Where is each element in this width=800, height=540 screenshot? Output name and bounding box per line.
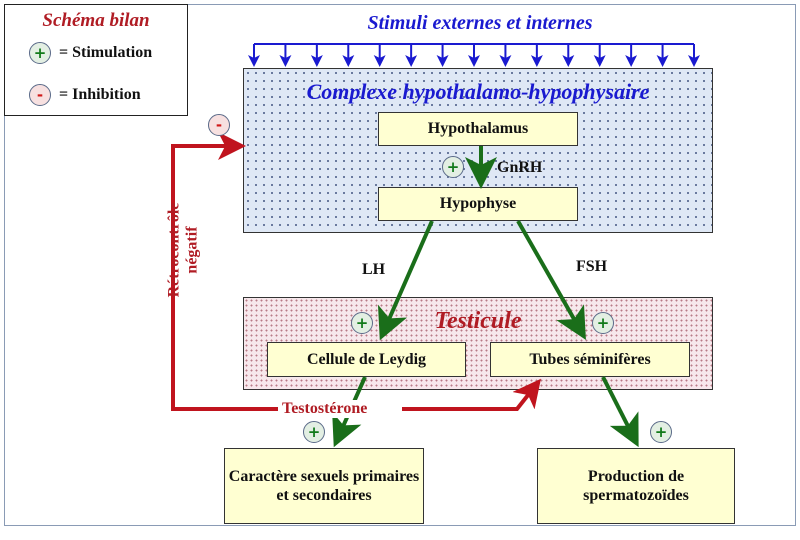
gnrh-label: GnRH (497, 159, 543, 176)
lh-label: LH (362, 261, 386, 278)
plus-icon: + (29, 42, 51, 64)
plus-icon: + (351, 312, 373, 334)
fsh-label: FSH (576, 258, 608, 275)
hypothalamus-box: Hypothalamus (378, 112, 578, 146)
plus-icon: + (592, 312, 614, 334)
stimuli-title: Stimuli externes et internes (367, 12, 593, 34)
leydig-label: Cellule de Leydig (306, 350, 427, 368)
minus-icon: - (208, 114, 230, 136)
hypothalamus-label: Hypothalamus (427, 120, 529, 138)
hypophyse-box: Hypophyse (378, 187, 578, 221)
testicule-title: Testicule (434, 308, 522, 334)
retrocontrole-label: Rétrocontrôle négatif (166, 190, 203, 310)
plus-icon: + (303, 421, 325, 443)
tubes-box: Tubes séminifères (490, 342, 690, 377)
plus-icon: + (650, 421, 672, 443)
legend-item-stimulation: + = Stimulation (29, 42, 152, 64)
tubes-label: Tubes séminifères (529, 350, 651, 368)
production-label: Production de spermatozoïdes (583, 467, 689, 504)
retrocontrole-line1: Rétrocontrôle (165, 202, 183, 298)
legend-label-stimulation: = Stimulation (59, 44, 153, 61)
minus-icon: - (29, 84, 51, 106)
hypophyse-label: Hypophyse (439, 195, 517, 213)
caracteres-label: Caractère sexuels primaires et secondair… (228, 467, 420, 504)
leydig-box: Cellule de Leydig (267, 342, 466, 377)
plus-icon: + (442, 156, 464, 178)
legend-label-inhibition: = Inhibition (59, 86, 141, 103)
retrocontrole-line2: négatif (184, 226, 201, 274)
legend-item-inhibition: - = Inhibition (29, 84, 141, 106)
production-box: Production de spermatozoïdes (537, 448, 735, 524)
legend: Schéma bilan + = Stimulation - = Inhibit… (4, 4, 188, 116)
complex-hypothalamo-hypophysaire: Complexe hypothalamo-hypophysaire (243, 68, 713, 233)
caracteres-box: Caractère sexuels primaires et secondair… (224, 448, 424, 524)
complex-title: Complexe hypothalamo-hypophysaire (306, 79, 650, 104)
legend-title: Schéma bilan (42, 10, 150, 31)
testosterone-label: Testostérone (278, 400, 372, 418)
